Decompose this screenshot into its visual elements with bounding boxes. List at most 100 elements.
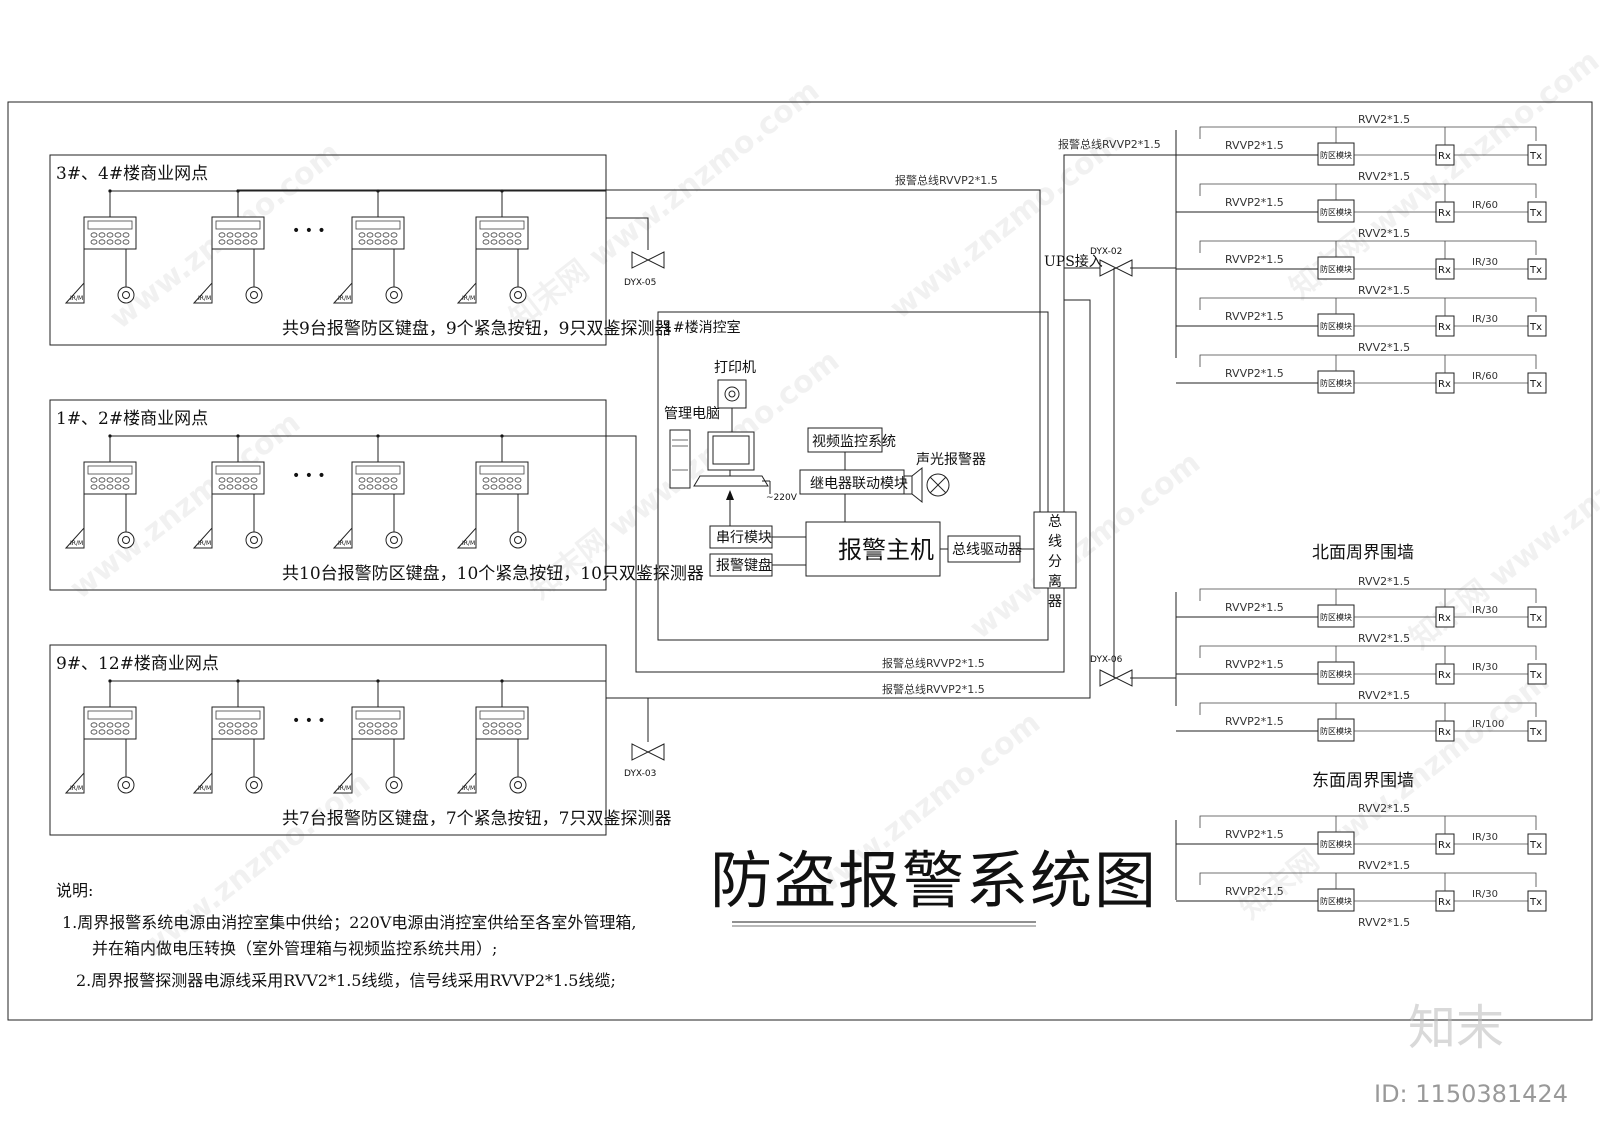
bus-cable-label-top: 报警总线RVVP2*1.5	[1058, 137, 1161, 151]
dyx-03-valve	[631, 743, 665, 761]
ir-range-label: IR/30	[1472, 662, 1498, 673]
power-cable-label: RVV2*1.5	[1358, 802, 1410, 815]
transmitter-box	[1527, 372, 1547, 394]
transmitter-label: Tx	[1529, 840, 1542, 851]
transmitter-label: Tx	[1529, 727, 1542, 738]
dual-tech-detector-icon: IR/M	[192, 281, 213, 304]
bus-driver-box	[947, 535, 1021, 563]
alarm-keypad-icon	[211, 706, 265, 740]
dual-tech-detector-icon: IR/M	[456, 526, 477, 549]
drawing-frame	[7, 101, 1593, 1021]
video-system-box	[807, 427, 883, 453]
printer-label: 打印机	[714, 359, 756, 376]
emergency-button-icon	[385, 286, 403, 304]
zone-module-label: 防区模块	[1320, 207, 1352, 217]
signal-cable-label: RVVP2*1.5	[1225, 367, 1284, 380]
diagram-title: 防盗报警系统图	[710, 844, 1158, 917]
notes-line-2: 并在箱内做电压转换（室外管理箱与视频监控系统共用）;	[92, 939, 497, 958]
transmitter-label: Tx	[1529, 208, 1542, 219]
computer-icon	[669, 429, 769, 489]
zone-module-label: 防区模块	[1320, 150, 1352, 160]
zone-module-label: 防区模块	[1320, 896, 1352, 906]
emergency-button-icon	[245, 776, 263, 794]
signal-cable-label: RVVP2*1.5	[1225, 828, 1284, 841]
signal-cable-label: RVVP2*1.5	[1225, 196, 1284, 209]
relay-module-label: 继电器联动模块	[810, 476, 908, 492]
zone-module-label: 防区模块	[1320, 612, 1352, 622]
alarm-keypad-icon	[351, 706, 405, 740]
dual-tech-detector-icon: IR/M	[64, 771, 85, 794]
notes-block: 说明: 1.周界报警系统电源由消控室集中供给；220V电源由消控室供给至各室外管…	[56, 881, 636, 990]
emergency-button-icon	[509, 776, 527, 794]
detector-label: IR/M	[198, 785, 211, 792]
dual-tech-detector-icon: IR/M	[332, 526, 353, 549]
siren-label: 声光报警器	[916, 452, 986, 468]
alarm-keypad-icon	[351, 216, 405, 250]
transmitter-label: Tx	[1529, 379, 1542, 390]
signal-cable-label: RVVP2*1.5	[1225, 658, 1284, 671]
watermark-text: www.znzmo.com	[63, 405, 307, 606]
detector-label: IR/M	[338, 785, 351, 792]
receiver-label: Rx	[1438, 379, 1451, 390]
detector-label: IR/M	[198, 540, 211, 547]
receiver-label: Rx	[1438, 613, 1451, 624]
transmitter-box	[1527, 606, 1547, 628]
alarm-keypad-icon	[475, 706, 529, 740]
dual-tech-detector-icon: IR/M	[192, 526, 213, 549]
detector-label: IR/M	[198, 295, 211, 302]
dyx-02-label: DYX-02	[1090, 247, 1122, 257]
bus-splitter-label: 总线分离器	[1048, 514, 1062, 610]
dual-tech-detector-icon: IR/M	[332, 281, 353, 304]
watermark-text: www.znzmo.com	[133, 765, 377, 966]
power-cable-label: RVV2*1.5	[1358, 113, 1410, 126]
power-cable-label: RVV2*1.5	[1358, 170, 1410, 183]
emergency-button-icon	[385, 531, 403, 549]
alarm-keypad-icon	[211, 216, 265, 250]
signal-cable-label: RVVP2*1.5	[1225, 253, 1284, 266]
siren-icon	[903, 466, 950, 504]
pc-label: 管理电脑	[664, 406, 720, 422]
transmitter-label: Tx	[1529, 670, 1542, 681]
emergency-button-icon	[117, 286, 135, 304]
power-cable-label: RVV2*1.5	[1358, 284, 1410, 297]
dyx-02-valve	[1099, 259, 1133, 277]
signal-cable-label: RVVP2*1.5	[1225, 885, 1284, 898]
detector-label: IR/M	[70, 785, 83, 792]
receiver-label: Rx	[1438, 670, 1451, 681]
notes-heading: 说明:	[56, 881, 93, 900]
alarm-keypad-icon	[83, 216, 137, 250]
dyx-05-label: DYX-05	[624, 278, 656, 288]
receiver-label: Rx	[1438, 151, 1451, 162]
detector-label: IR/M	[338, 295, 351, 302]
signal-cable-label: RVVP2*1.5	[1225, 139, 1284, 152]
ir-range-label: IR/30	[1472, 832, 1498, 843]
control-room: 1#楼消控室 打印机 管理电脑 ~220V 串行模块 报警键盘	[657, 311, 1077, 641]
receiver-label: Rx	[1438, 322, 1451, 333]
receiver-label: Rx	[1438, 208, 1451, 219]
alarm-keypad-icon	[351, 461, 405, 495]
notes-line-3: 2.周界报警探测器电源线采用RVV2*1.5线缆，信号线采用RVVP2*1.5线…	[76, 971, 616, 990]
power-label: ~220V	[766, 493, 798, 503]
transmitter-label: Tx	[1529, 322, 1542, 333]
zone-summary: 共10台报警防区键盘，10个紧急按钮，10只双鉴探测器	[282, 564, 704, 584]
dyx-06-label: DYX-06	[1090, 655, 1123, 665]
zone-module-label: 防区模块	[1320, 264, 1352, 274]
zone-title: 9#、12#楼商业网点	[56, 654, 219, 674]
receiver-label: Rx	[1438, 265, 1451, 276]
dual-tech-detector-icon: IR/M	[64, 281, 85, 304]
image-id-text: ID: 1150381424	[1374, 1080, 1568, 1108]
power-cable-label: RVV2*1.5	[1358, 859, 1410, 872]
bus-driver-label: 总线驱动器	[952, 542, 1022, 558]
power-cable-label: RVV2*1.5	[1358, 341, 1410, 354]
zone-module-label: 防区模块	[1320, 321, 1352, 331]
power-cable-label: RVV2*1.5	[1358, 575, 1410, 588]
dyx-05-valve	[631, 251, 665, 269]
dyx-06-valve	[1099, 669, 1133, 687]
dual-tech-detector-icon: IR/M	[192, 771, 213, 794]
ir-range-label: IR/100	[1472, 719, 1504, 730]
